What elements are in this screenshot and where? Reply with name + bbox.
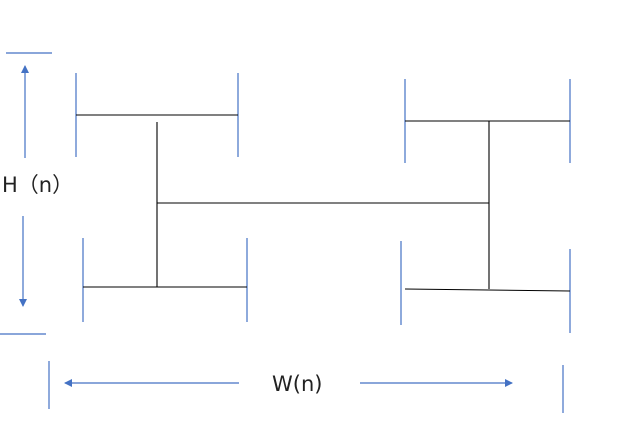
left-bottom-h bbox=[82, 238, 248, 322]
left-top-h bbox=[75, 73, 239, 157]
height-dimension bbox=[0, 52, 52, 335]
width-dimension bbox=[48, 361, 564, 413]
right-top-h bbox=[404, 79, 571, 163]
right-bottom-h bbox=[400, 241, 571, 333]
right-bottom-h-crossbar bbox=[404, 288, 571, 292]
width-label: W(n) bbox=[272, 372, 323, 396]
height-label: H（n） bbox=[2, 173, 74, 197]
